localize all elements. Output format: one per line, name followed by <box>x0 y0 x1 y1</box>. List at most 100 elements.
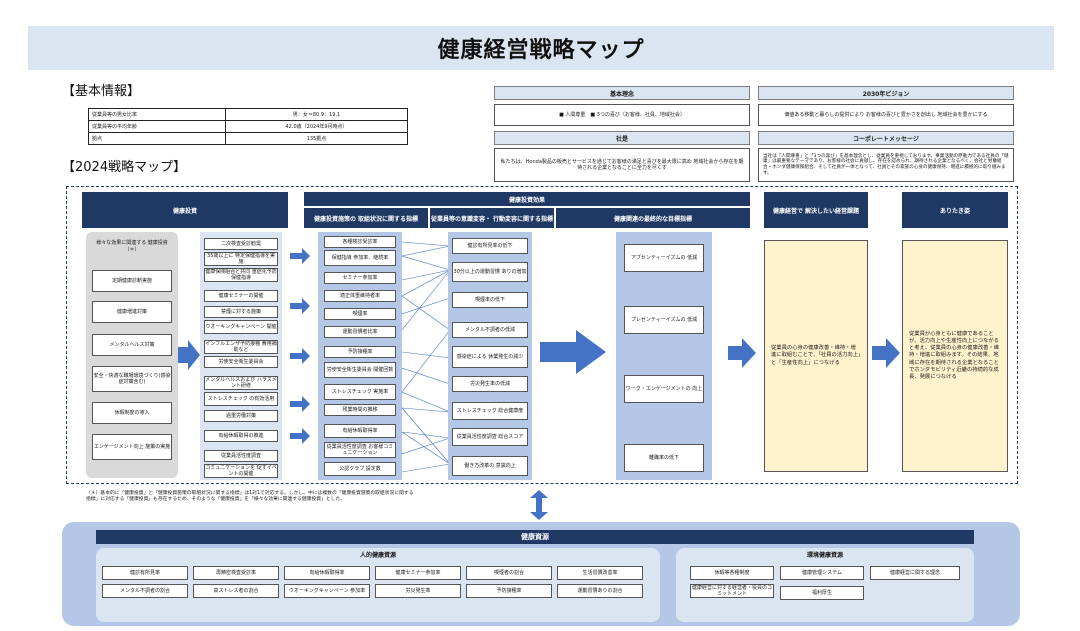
measure-item: 禁煙に対する施策 <box>204 306 278 318</box>
measure-indicator-item: 適正体重維持者率 <box>324 290 396 302</box>
measure-item: コミュニケーションを 促すイベントの開催 <box>204 464 278 478</box>
philosophy-title: 基本理念 <box>494 86 750 100</box>
flow-arrow-icon <box>540 330 606 374</box>
footnote: （＊）基本的に「健康投資」と「健康投資施策の取組状況に関する指標」は1対1で対応… <box>86 491 414 503</box>
behavior-indicator-item: 30分以上の運動習慣 ありの増加 <box>452 262 528 282</box>
motto-text: 私たちは、Honda製品の販売とサービスを通じてお客様の満足と喜びを最大限に高め… <box>494 148 750 182</box>
behavior-indicator-item: 従業員活性度調査 総合スコア <box>452 428 528 446</box>
measure-indicator-item: ストレスチェック 実施率 <box>324 384 396 400</box>
measure-item: 健康保険組合と共同 重症化予防保健指導 <box>204 268 278 282</box>
investment-item: 健康増進対策 <box>92 301 172 323</box>
issue-text: 従業員の心身の健康改善・維持・増進に取組むことで、「社員の活力向上」と「生産性向… <box>771 345 861 366</box>
connector-lines <box>402 241 451 473</box>
human-resources-title: 人的健康資源 <box>359 552 396 559</box>
final-goal-item: ワーク・エンゲージメントの 向上 <box>624 375 704 403</box>
flow-arrow-icon <box>728 338 756 368</box>
measure-item: メンタルヘルスおよび ハラスメント研修 <box>204 376 278 390</box>
issue-box: 従業員の心身の健康改善・維持・増進に取組むことで、「社員の活力向上」と「生産性向… <box>764 240 868 472</box>
measure-arrows <box>290 248 310 444</box>
behavior-indicator-item: 働き方改革の 意識向上 <box>452 456 528 476</box>
measure-item: 過重労働対策 <box>204 410 278 422</box>
header-behavior-indicators: 従業員等の意識変容・ 行動変容に関する指標 <box>430 208 554 228</box>
measure-item: 健康セミナーの開催 <box>204 290 278 302</box>
measure-indicator-item: 予防接種率 <box>324 346 396 358</box>
env-resource-item: 休暇等各種制度 <box>690 566 774 580</box>
message-title: コーポレートメッセージ <box>758 131 1014 145</box>
message-text: 当社は「人間尊重」と「3つの喜び」を基本理念とし、従業員を重視しております。事業… <box>758 148 1014 182</box>
human-resource-item: 再精密検査受診率 <box>193 566 279 580</box>
env-resource-item: 健康管理システム <box>780 566 864 580</box>
behavior-indicator-item: ストレスチェック 総合健康度 <box>452 402 528 420</box>
human-resource-item: 運動習慣ありの割合 <box>557 584 643 598</box>
header-investment: 健康投資 <box>82 192 288 228</box>
header-ideal: ありたき姿 <box>902 192 1008 228</box>
header-final-goal: 健康関連の最終的な目標指標 <box>556 208 750 228</box>
final-goal-item: プレゼンティーイズムの 低減 <box>624 306 704 334</box>
measure-indicator-item: 残業時間の推移 <box>324 404 396 416</box>
measure-item: 従業員活性度調査 <box>204 450 278 462</box>
header-measure-indicators: 健康投資施策の 取組状況に関する指標 <box>304 208 428 228</box>
up-down-arrow-icon <box>530 490 548 520</box>
philosophy-text: ■ 人間尊重 ■ 3つの喜び（お客様、社員、地域社会） <box>494 104 750 126</box>
measure-indicator-item: 有給休暇取得率 <box>324 424 396 438</box>
human-resource-item: 喫煙者の割合 <box>466 566 552 580</box>
human-resource-item: メンタル不調者の割合 <box>102 584 188 598</box>
strategy-map-label: 【2024戦略マップ】 <box>62 160 187 175</box>
investment-item: 安全・快適な職場環境づくり(感染症対策含む) <box>92 366 172 392</box>
basic-info-label: 【基本情報】 <box>62 84 141 99</box>
info-value: 42.0歳（2024年9月時点） <box>225 120 408 133</box>
behavior-indicator-item: 健診有所見率の低下 <box>452 238 528 254</box>
measure-item: 労使安全衛生委員会 <box>204 356 278 368</box>
measure-indicator-item: 保健指導 参加率、継続率 <box>324 250 396 266</box>
measure-item: 二次検査受診勧奨 <box>204 238 278 250</box>
strategy-map-frame <box>66 186 1018 484</box>
flow-arrow-icon <box>178 340 200 370</box>
env-resource-item: 健康経営に対する経営者・役員のコミットメント <box>690 584 774 598</box>
investment-intro: 様々な効果に関連する 健康投資（＊） <box>96 240 168 253</box>
final-goal-item: アブセンティーイズムの 低減 <box>624 244 704 272</box>
table-row: 従業員等の男女比率男：女＝80.9：19.1 <box>87 108 408 121</box>
motto-title: 社是 <box>494 131 750 145</box>
measure-item: ウオーキングキャンペーン 開催 <box>204 320 278 334</box>
human-resource-item: 予防接種率 <box>466 584 552 598</box>
measure-item: 有給休暇取得の推進 <box>204 430 278 442</box>
measure-indicator-item: 運動習慣者比率 <box>324 326 396 338</box>
human-resource-item: 労災発生率 <box>375 584 461 598</box>
behavior-indicator-item: 労災発生率の低減 <box>452 376 528 392</box>
ideal-box: 従業員が心身ともに健康であることが、活力向上や生産性向上につながると考え、従業員… <box>902 240 1008 472</box>
human-resource-item: 生活習慣改善率 <box>557 566 643 580</box>
measure-indicator-item: 各種検診受診率 <box>324 236 396 248</box>
vision-title: 2030年ビジョン <box>758 86 1014 100</box>
measure-indicator-item: 労使安全衛生委員会 開催回数 <box>324 362 396 378</box>
resources-title: 健康資源 <box>96 530 974 544</box>
page-title: 健康経営戦略マップ <box>437 38 645 63</box>
behavior-indicator-item: 感染症による 休業発生の減少 <box>452 346 528 368</box>
human-resource-item: 健診有所見率 <box>102 566 188 580</box>
measure-indicator-item: 公認クラブ 設定数 <box>324 462 396 476</box>
human-resource-item: 有給休暇取得率 <box>284 566 370 580</box>
behavior-indicator-item: メンタル不調者の低減 <box>452 322 528 338</box>
final-goals-panel <box>616 232 712 480</box>
human-resource-item: 高ストレス者の割合 <box>193 584 279 598</box>
header-effect: 健康投資効果 <box>304 192 750 206</box>
measure-indicator-item: 喫煙率 <box>324 308 396 320</box>
info-label: 従業員等の平均年齢 <box>87 120 227 133</box>
human-resource-item: ウオーキングキャンペーン 参加率 <box>284 584 370 598</box>
measure-item: ストレスチェック の有効活用 <box>204 392 278 406</box>
info-label: 拠点 <box>87 132 227 145</box>
info-label: 従業員等の男女比率 <box>87 108 227 121</box>
env-resource-item: 福利厚生 <box>780 586 864 600</box>
behavior-indicator-item: 喫煙率の低下 <box>452 292 528 308</box>
env-resource-item: 健康経営に関する理念 <box>870 566 960 580</box>
vision-text: 価値ある移動と暮らしの提供により お客様の喜びと豊かさを創出し 地域社会を豊かに… <box>758 104 1014 126</box>
investment-item: 定期健康診断実施 <box>92 270 172 292</box>
measure-indicator-item: 従業員活性度調査 お客様コミュニケーション <box>324 442 396 458</box>
info-value: 135拠点 <box>225 132 408 145</box>
title-band: 健康経営戦略マップ <box>28 26 1054 70</box>
investment-item: メンタルヘルス対策 <box>92 334 172 356</box>
info-value: 男：女＝80.9：19.1 <box>225 108 408 121</box>
ideal-text: 従業員が心身ともに健康であることが、活力向上や生産性向上につながると考え、従業員… <box>909 331 1000 380</box>
